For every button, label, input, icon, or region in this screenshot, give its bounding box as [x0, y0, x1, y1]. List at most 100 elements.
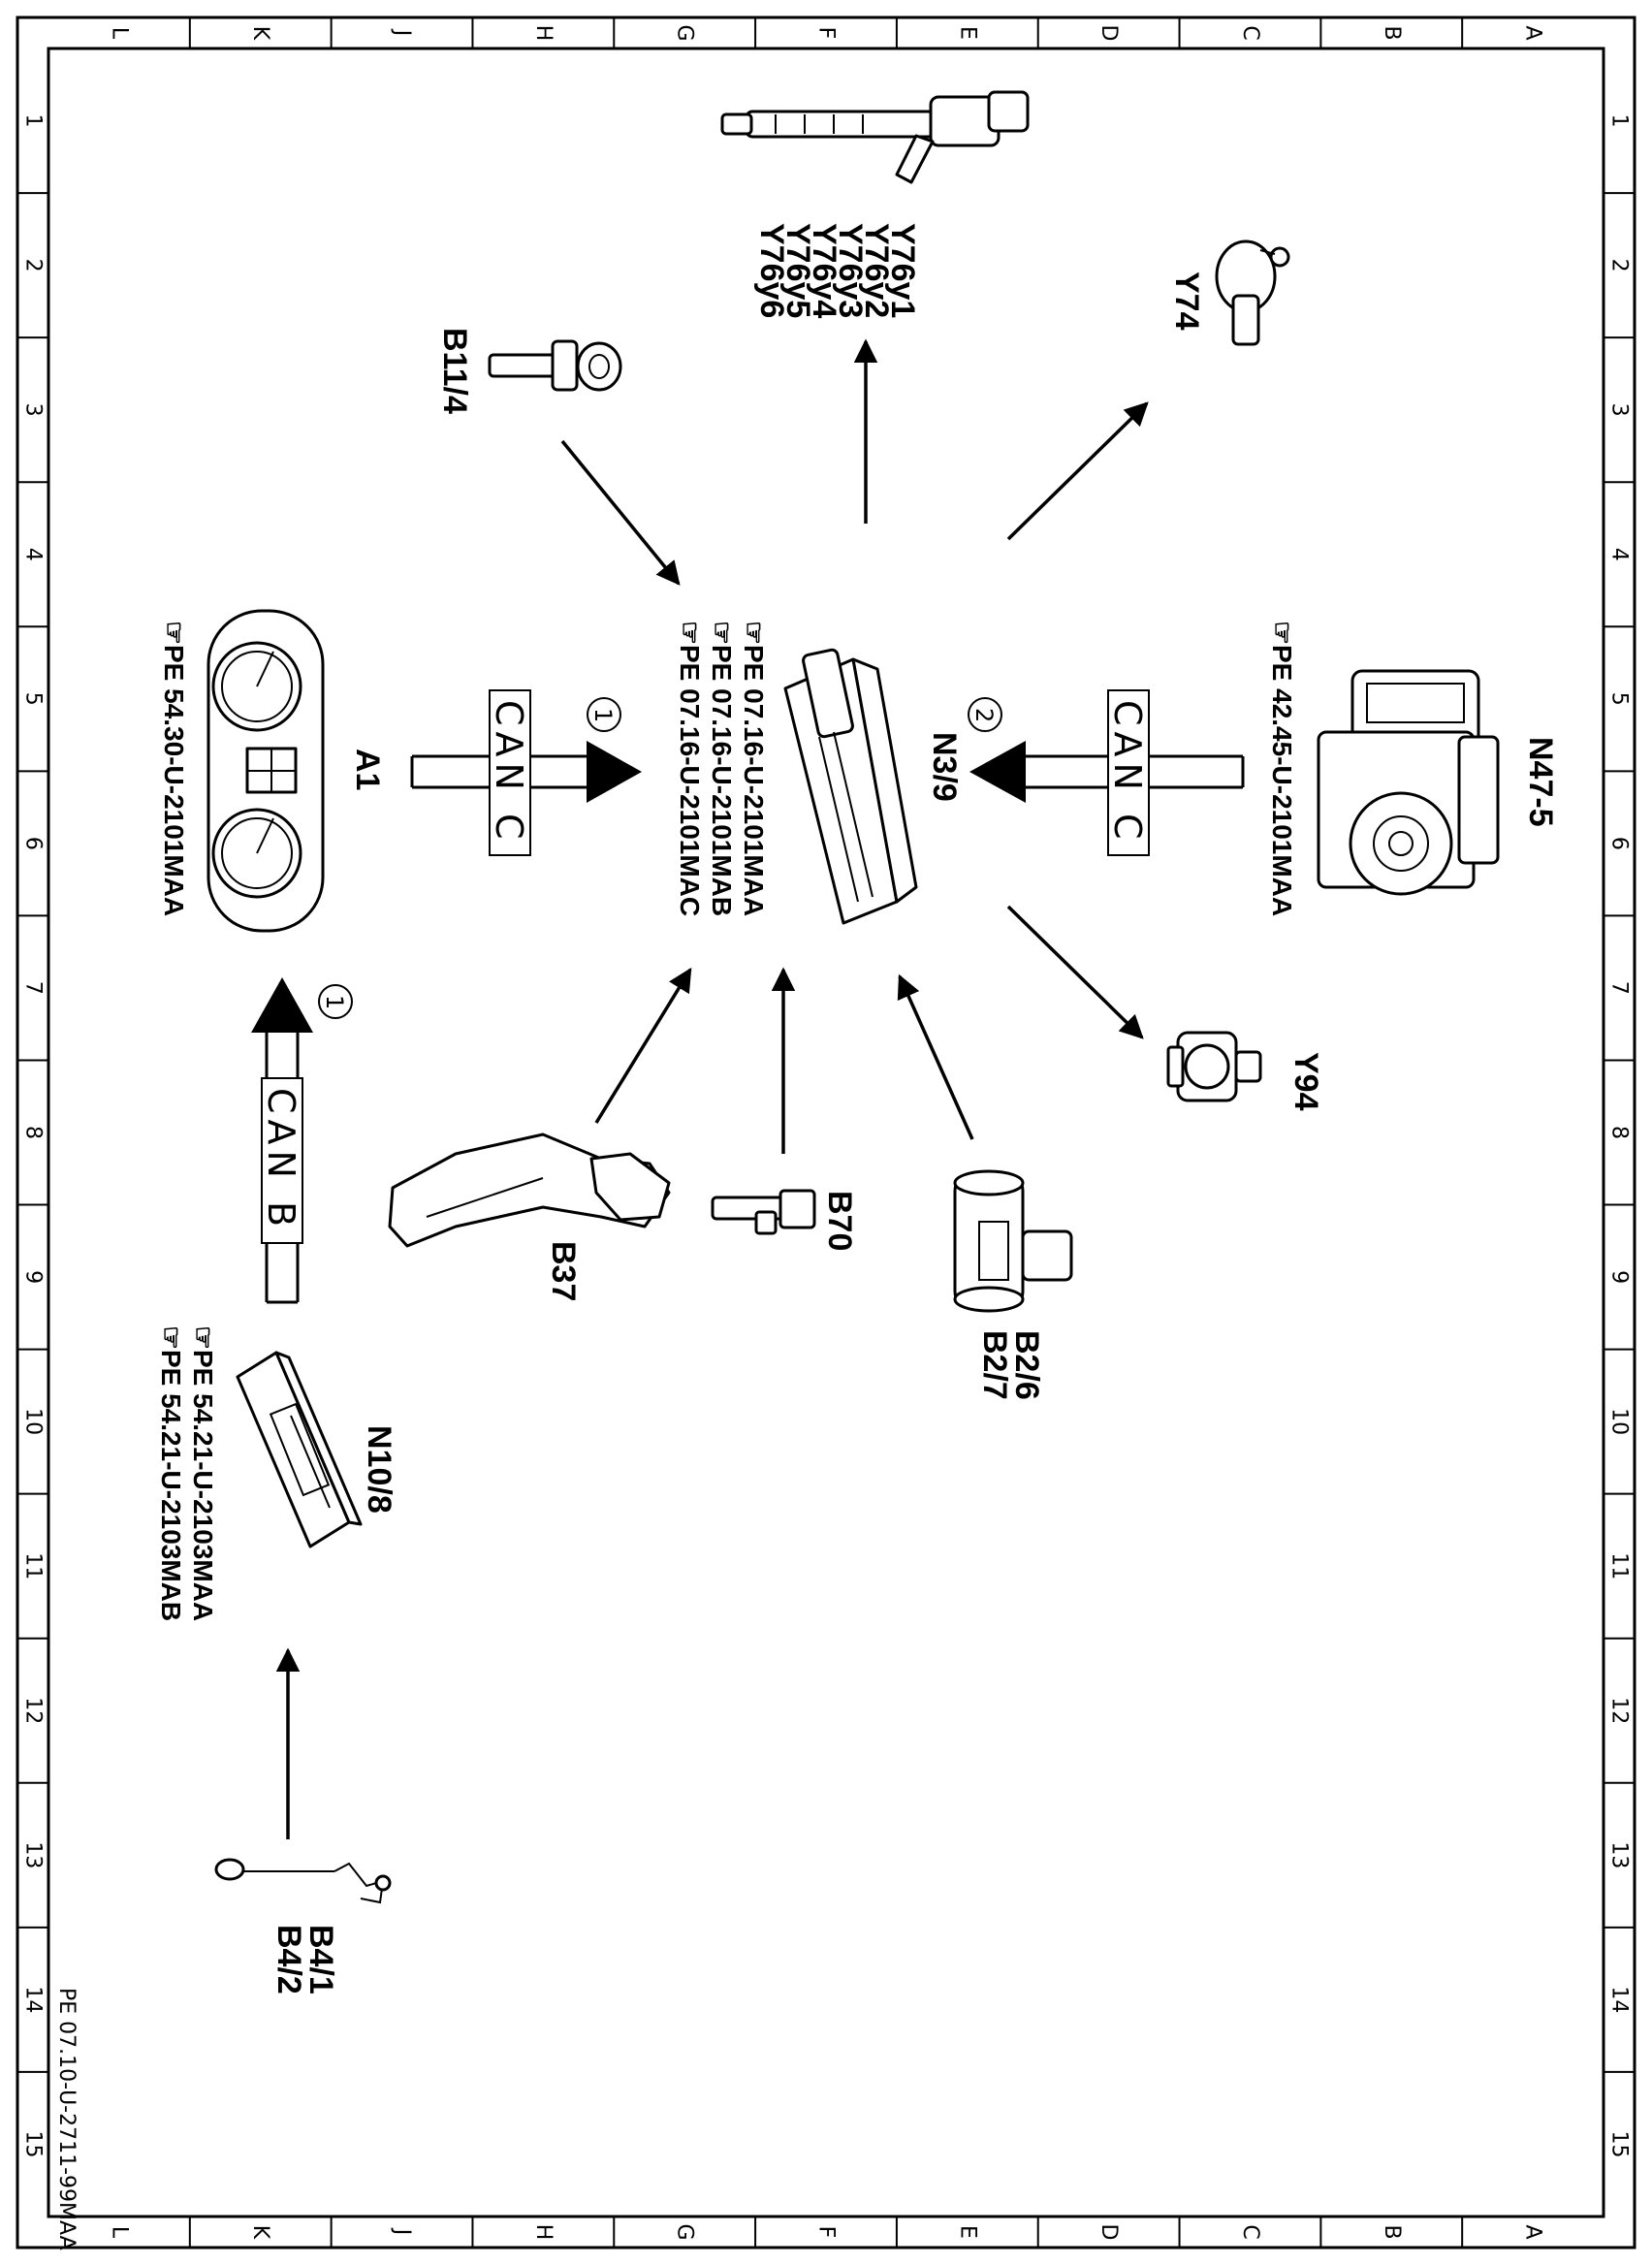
- crankshaft-sensor-icon: [711, 1189, 816, 1235]
- grid-row-label: 14: [21, 1986, 46, 2013]
- air-mass-sensor-icon: [953, 1169, 1073, 1313]
- can-c-left-label: CAN C: [488, 700, 530, 845]
- grid-column-label: L: [107, 27, 131, 40]
- grid-row-label: 3: [1607, 403, 1632, 417]
- inner-border: [47, 47, 1605, 2218]
- grid-row-label: 13: [21, 1841, 46, 1868]
- grid-row-label: 4: [1607, 548, 1632, 561]
- sam-control-unit-icon: [236, 1351, 363, 1548]
- can-b-bus: CAN B 1: [251, 977, 353, 1304]
- label-y76y5: Y76y5: [779, 223, 816, 318]
- grid-column-label: F: [814, 27, 839, 40]
- grid-row-label: 8: [21, 1126, 46, 1139]
- grid-row-label: 4: [21, 548, 46, 561]
- label-n3-9: N3/9: [926, 732, 963, 802]
- grid-column-label: J: [390, 2227, 414, 2236]
- grid-row-label: 9: [21, 1270, 46, 1284]
- pe-ref-n47-5: PE 42.45-U-2101MAA: [1267, 645, 1297, 916]
- grid-row-label: 9: [1607, 1270, 1632, 1284]
- grid-column-label: L: [107, 2226, 131, 2239]
- grid-column-label: F: [814, 2226, 839, 2239]
- hand-icon: ☞: [188, 1325, 218, 1350]
- grid-row-label: 13: [1607, 1841, 1632, 1868]
- label-b4-2: B4/2: [270, 1925, 307, 1994]
- label-y76y3: Y76y3: [832, 223, 869, 318]
- label-b70: B70: [821, 1191, 858, 1251]
- grid-row-label: 2: [21, 259, 46, 272]
- grid-row-label: 11: [21, 1552, 46, 1579]
- grid-column-label: D: [1096, 2224, 1121, 2241]
- grid-column-label: D: [1096, 25, 1121, 42]
- arrow-b37-to-n3: [594, 967, 692, 1124]
- pe-ref-n3-9-a: PE 07.16-U-2101MAA: [739, 645, 769, 916]
- label-b2-7: B2/7: [976, 1330, 1013, 1400]
- label-a1: A1: [349, 749, 386, 790]
- grid-row-label: 3: [21, 403, 46, 417]
- engine-control-unit-icon: [783, 648, 918, 925]
- grid-ticks: [17, 17, 1635, 2248]
- grid-row-label: 7: [1607, 981, 1632, 995]
- grid-row-label: 6: [21, 837, 46, 850]
- grid-column-label: A: [1521, 2224, 1545, 2239]
- label-y76y1: Y76y1: [884, 223, 921, 318]
- hand-icon: ☞: [159, 621, 189, 645]
- hand-icon: ☞: [1267, 621, 1297, 645]
- label-y76y6: Y76y6: [753, 223, 790, 318]
- hand-icon: ☞: [739, 621, 769, 645]
- grid-column-label: B: [1380, 2224, 1404, 2239]
- can-c-right-label: CAN C: [1106, 700, 1149, 845]
- arrow-b11-to-n3: [560, 439, 681, 586]
- hand-icon: ☞: [156, 1325, 186, 1350]
- hand-icon: ☞: [675, 621, 705, 645]
- grid-column-label: G: [673, 24, 697, 41]
- y76-labels: Y76y1 Y76y2 Y76y3 Y76y4 Y76y5 Y76y6: [753, 223, 921, 318]
- coolant-sensor-icon: [488, 339, 622, 392]
- grid-row-label: 15: [21, 2130, 46, 2157]
- label-b2-6: B2/6: [1008, 1330, 1045, 1400]
- arrow-n3-to-y74: [1006, 401, 1149, 541]
- grid-row-label: 8: [1607, 1126, 1632, 1139]
- grid-column-label: H: [531, 25, 556, 42]
- grid-row-label: 5: [21, 692, 46, 706]
- grid-row-label: 15: [1607, 2130, 1632, 2157]
- pe-ref-n3-9-b: PE 07.16-U-2101MAB: [707, 645, 737, 916]
- grid-column-label: H: [531, 2224, 556, 2241]
- pe-ref-a1: PE 54.30-U-2101MAA: [159, 645, 189, 916]
- marker-2: 2: [970, 708, 998, 722]
- grid-row-label: 12: [21, 1697, 46, 1724]
- grid-row-label: 2: [1607, 259, 1632, 272]
- arrow-b2-to-n3: [897, 973, 974, 1140]
- grid-column-label: C: [1238, 2224, 1262, 2239]
- n3-9-refs: PE 07.16-U-2101MAA PE 07.16-U-2101MAB PE…: [675, 621, 769, 916]
- grid-row-label: 10: [21, 1408, 46, 1435]
- label-n10-8: N10/8: [361, 1425, 397, 1514]
- grid-row-label: 12: [1607, 1697, 1632, 1724]
- can-c-left-bus: CAN C 1: [410, 689, 642, 856]
- pe-ref-n10-8-a: PE 54.21-U-2103MAA: [188, 1350, 218, 1621]
- esp-control-unit-icon: [1317, 669, 1500, 896]
- label-n47-5: N47-5: [1522, 737, 1559, 827]
- marker-1: 1: [589, 708, 617, 722]
- grid-column-label: B: [1380, 25, 1404, 40]
- grid-row-label: 14: [1607, 1986, 1632, 2013]
- grid-row-label: 1: [1607, 114, 1632, 128]
- grid-column-label: K: [248, 2225, 272, 2240]
- label-b4-1: B4/1: [302, 1925, 339, 1994]
- quantity-control-valve-icon: [1166, 1031, 1262, 1102]
- grid-column-label: J: [390, 28, 414, 37]
- instrument-cluster-icon: [206, 609, 325, 933]
- label-y76y4: Y76y4: [806, 223, 842, 318]
- injector-icon: [720, 90, 1030, 184]
- grid-row-label: 6: [1607, 837, 1632, 850]
- grid-row-label: 7: [21, 981, 46, 995]
- grid-row-label: 10: [1607, 1408, 1632, 1435]
- label-y74: Y74: [1168, 271, 1205, 331]
- accelerator-pedal-sensor-icon: [388, 1132, 671, 1248]
- label-y76y2: Y76y2: [858, 223, 895, 318]
- grid-column-label: E: [955, 2225, 979, 2239]
- grid-row-label: 11: [1607, 1552, 1632, 1579]
- grid-column-label: E: [955, 26, 979, 40]
- fuel-level-sensor-icon: [214, 1858, 392, 1904]
- signal-arrows: [275, 338, 1149, 1839]
